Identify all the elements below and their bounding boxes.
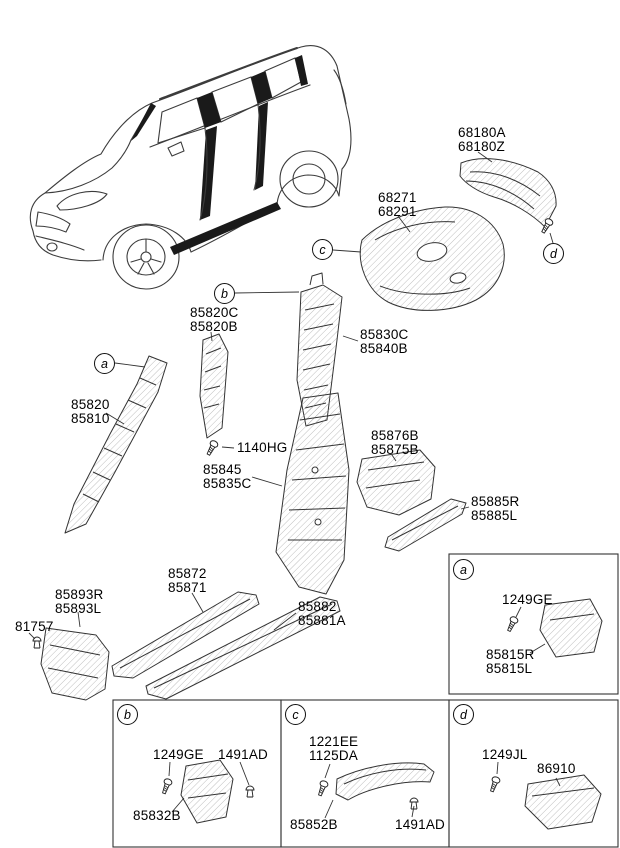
part-label-85815: 85815R 85815L [486, 647, 535, 676]
leader-lines [28, 151, 561, 819]
part-drawing-85815 [539, 598, 603, 658]
detail-box-a-letter: a [453, 559, 474, 580]
part-label-1249jl: 1249JL [482, 747, 528, 762]
car-illustration [29, 45, 352, 290]
detail-box-d-letter: d [453, 704, 474, 725]
part-drawing-68271 [359, 206, 505, 311]
part-drawing-68180 [459, 158, 557, 228]
part-drawing-85832 [180, 759, 234, 824]
part-drawing-85885 [384, 498, 467, 552]
clip-icon [245, 785, 255, 798]
part-label-85882: 85882 85881A [298, 599, 346, 628]
part-label-85852b: 85852B [290, 817, 338, 832]
screw-icon [159, 777, 174, 796]
part-drawing-85820 [64, 355, 168, 534]
part-drawing-85872 [111, 591, 260, 679]
part-label-85885r: 85885R 85885L [471, 494, 520, 523]
part-drawing-85845 [275, 392, 350, 595]
callout-c: c [312, 239, 333, 260]
detail-box-c-letter: c [285, 704, 306, 725]
part-label-1491ad-b: 1491AD [218, 747, 268, 762]
detail-box-frames [112, 553, 619, 848]
part-label-68271: 68271 68291 [378, 190, 417, 219]
part-label-85820: 85820 85810 [71, 397, 110, 426]
part-label-85830c: 85830C 85840B [360, 327, 409, 356]
part-label-1221ee: 1221EE 1125DA [309, 734, 359, 763]
screw-icon [487, 775, 502, 794]
callout-d: d [543, 243, 564, 264]
detail-box-a [448, 553, 619, 695]
detail-box-d [448, 699, 619, 848]
part-drawing-85820c [199, 333, 229, 439]
part-label-85872: 85872 85871 [168, 566, 207, 595]
part-label-85832b: 85832B [133, 808, 181, 823]
part-drawing-85893 [40, 627, 110, 701]
part-label-85876b: 85876B 85875B [371, 428, 419, 457]
part-drawing-85876 [356, 449, 436, 516]
part-drawing-85830 [296, 272, 343, 427]
part-label-1249ge-a: 1249GE [502, 592, 553, 607]
part-label-1249ge-b: 1249GE [153, 747, 204, 762]
part-label-85820c: 85820C 85820B [190, 305, 239, 334]
screw-icon [315, 779, 330, 798]
detail-box-b-letter: b [117, 704, 138, 725]
part-drawing-86910 [524, 774, 602, 830]
part-label-1140hg: 1140HG [237, 440, 288, 455]
part-drawing-85882 [145, 596, 341, 700]
callout-a: a [94, 353, 115, 374]
part-label-86910: 86910 [537, 761, 576, 776]
screw-icon [204, 438, 220, 457]
part-label-81757: 81757 [15, 619, 54, 634]
callout-b: b [214, 283, 235, 304]
part-drawing-85852 [335, 762, 435, 801]
screw-icon [504, 615, 520, 634]
part-label-1491ad-c: 1491AD [395, 817, 445, 832]
part-label-68180: 68180A 68180Z [458, 125, 506, 154]
part-label-85893r: 85893R 85893L [55, 587, 104, 616]
part-label-85845: 85845 85835C [203, 462, 252, 491]
